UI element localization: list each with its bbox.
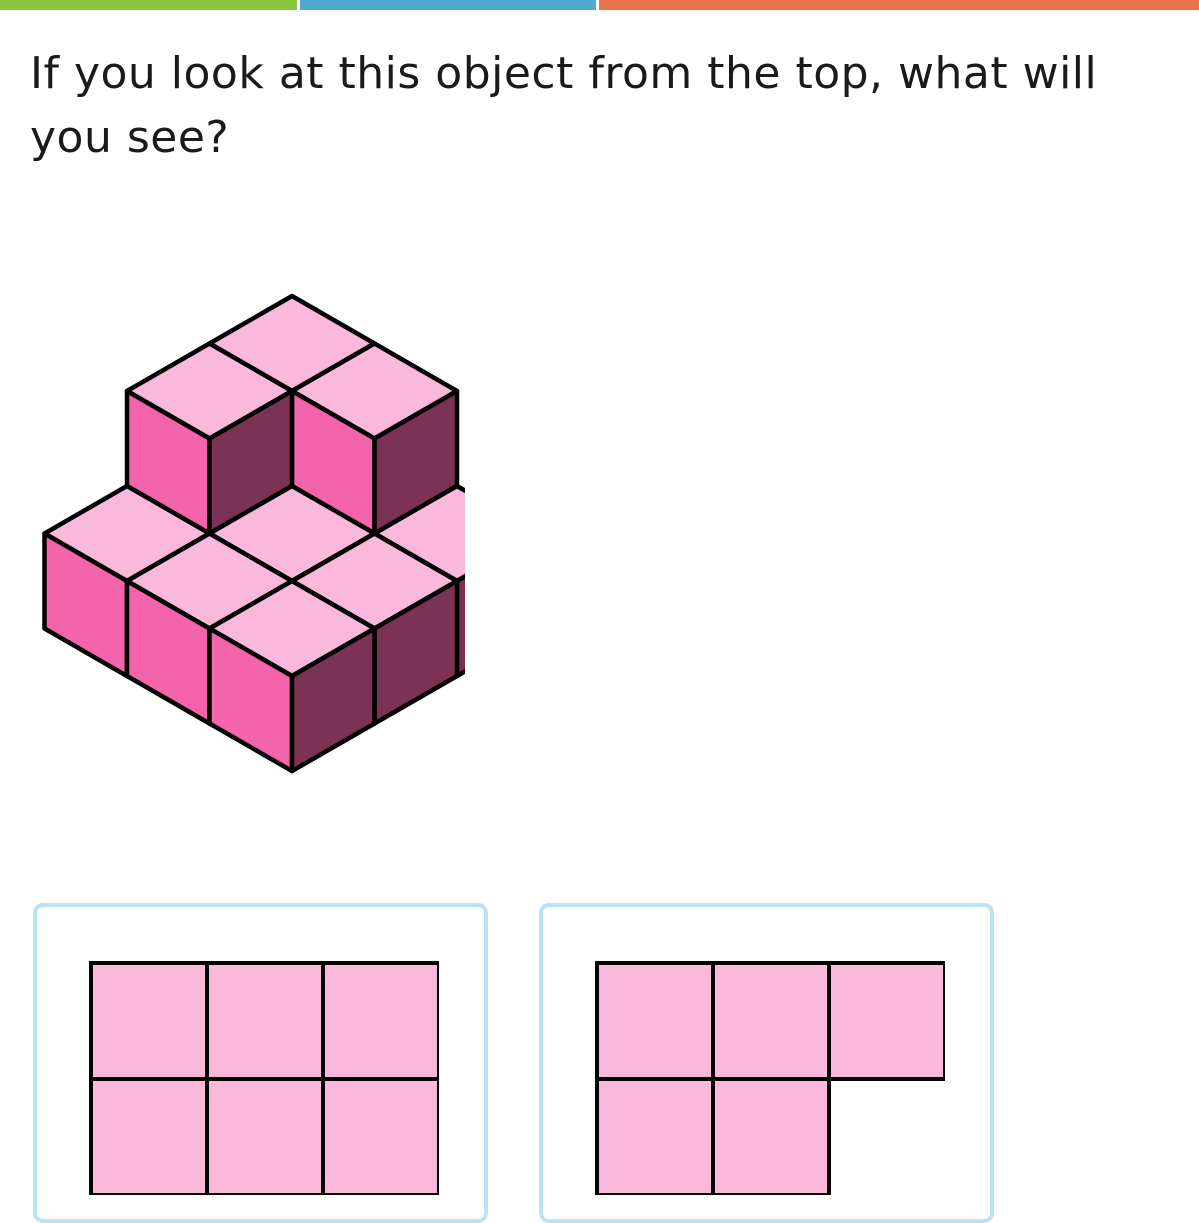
top-view-option-b <box>595 961 945 1195</box>
grid-cell <box>321 1077 439 1195</box>
top-view-option-a <box>89 961 439 1195</box>
answer-choice-b[interactable] <box>539 903 994 1223</box>
grid-cell <box>827 961 945 1081</box>
answer-choice-a[interactable] <box>33 903 488 1223</box>
progress-bar <box>0 0 1199 10</box>
grid-cell <box>711 1077 831 1195</box>
grid-cell <box>205 1077 325 1195</box>
grid-cell <box>711 961 831 1081</box>
grid-cell <box>89 1077 209 1195</box>
cube-right-face <box>289 626 377 774</box>
cube-stack-figure <box>42 293 465 774</box>
progress-segment-blue <box>300 0 596 10</box>
grid-cell <box>205 961 325 1081</box>
progress-segment-orange <box>599 0 1199 10</box>
grid-cell <box>595 1077 715 1195</box>
grid-cell <box>321 961 439 1081</box>
progress-segment-green <box>0 0 297 10</box>
grid-cell <box>89 961 209 1081</box>
question-text: If you look at this object from the top,… <box>30 48 1098 163</box>
grid-cell <box>595 961 715 1081</box>
